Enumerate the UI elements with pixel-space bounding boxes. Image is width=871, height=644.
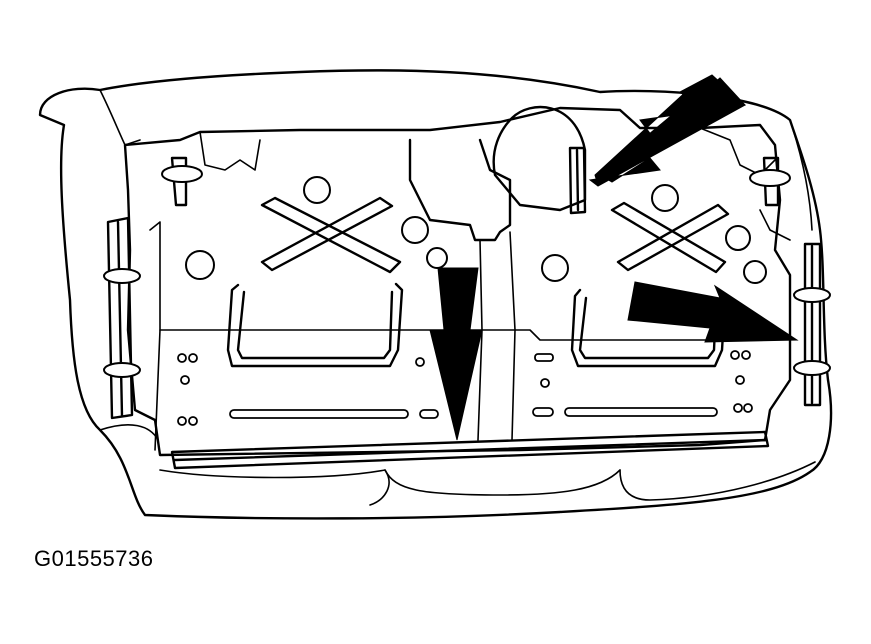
frame-center-channel [477, 231, 516, 441]
right-rail-ring-2 [793, 360, 831, 376]
right-x-brace [610, 201, 730, 274]
right-dot-1 [540, 378, 550, 388]
left-clip-ring [161, 165, 203, 183]
arrow-center-down-icon [429, 267, 483, 441]
frame-left-pan-edge [154, 329, 161, 451]
right-side-rail [803, 242, 822, 407]
frame-left-bracket [199, 131, 261, 171]
left-dot-1 [177, 353, 187, 363]
left-slot-short [419, 409, 439, 419]
frame-right-lower-bracket [759, 209, 791, 241]
left-dot-2 [188, 353, 198, 363]
left-slot-long [229, 409, 409, 419]
right-pan-hole-right [725, 225, 751, 251]
frame-top-ledge [149, 221, 771, 341]
cushion-bottom-bulge-left [159, 469, 390, 506]
right-handle [570, 288, 727, 368]
left-rail-ring-2 [103, 362, 141, 378]
right-clip-ring [749, 169, 791, 187]
seat-cushion-underside-diagram [38, 69, 833, 520]
bottom-trim-bar [170, 430, 770, 470]
right-dot-5 [733, 403, 743, 413]
right-slot-long [564, 407, 718, 417]
left-handle [226, 282, 404, 368]
right-dot-6 [743, 403, 753, 413]
left-pan-hole-top [303, 176, 331, 204]
frame-center-bracket [408, 138, 512, 242]
left-dot-6 [415, 357, 425, 367]
left-pan-hole-left [185, 250, 215, 280]
cushion-lower-left-fold [99, 424, 159, 441]
center-strip [568, 146, 587, 215]
right-dot-3 [741, 350, 751, 360]
right-dot-2 [730, 350, 740, 360]
left-side-rail [106, 216, 134, 420]
right-rail-ring-1 [793, 287, 831, 303]
left-dot-3 [180, 375, 190, 385]
cushion-bottom-bulge-center [384, 469, 621, 496]
cushion-right-fold [789, 119, 813, 231]
left-dot-4 [177, 416, 187, 426]
arrow-top-right-body-icon [594, 77, 747, 183]
left-upper-clip [170, 156, 188, 207]
right-upper-clip [762, 156, 780, 207]
right-dot-4 [735, 375, 745, 385]
right-slot-top [534, 353, 554, 362]
left-pan-hole-lower [426, 247, 448, 269]
left-dot-5 [188, 416, 198, 426]
right-pan-hole-left [541, 254, 569, 282]
right-pan-hole-top [651, 184, 679, 212]
left-x-brace [260, 196, 402, 274]
seat-frame-outline [123, 106, 792, 457]
cushion-top-fold [99, 89, 141, 146]
cushion-bottom-bulge-right [619, 461, 816, 501]
left-rail-ring-1 [103, 268, 141, 284]
left-pan-hole-right [401, 216, 429, 244]
arrow-right-icon [627, 281, 799, 343]
figure-id-label: G01555736 [34, 546, 154, 571]
cushion-outline [38, 69, 833, 520]
right-pan-hole-lower [743, 260, 767, 284]
right-slot-short [532, 407, 554, 417]
